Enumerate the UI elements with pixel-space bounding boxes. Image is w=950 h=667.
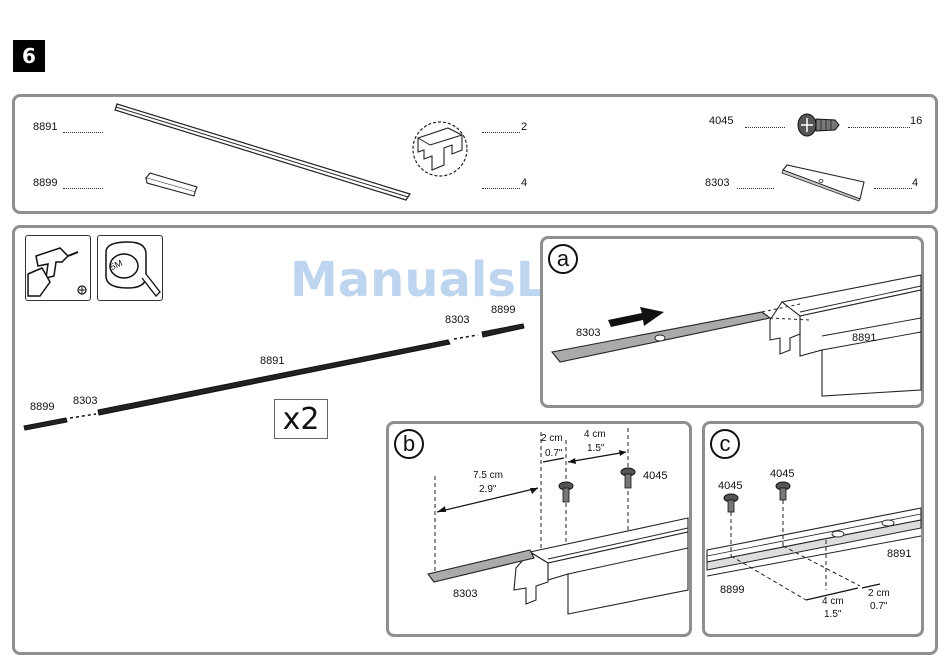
detail-c-letter: c	[710, 429, 740, 459]
detail-c-dim-4cm-in: 1.5"	[824, 609, 841, 620]
detail-c-dim-2cm-in: 0.7"	[870, 601, 887, 612]
detail-c-screw2-label: 4045	[770, 468, 794, 480]
detail-c-screw1-label: 4045	[718, 480, 742, 492]
screw-icon	[724, 494, 738, 512]
detail-c-dim-2cm: 2 cm	[868, 588, 890, 599]
screw-icon	[776, 482, 790, 500]
detail-c-cap-label: 8899	[720, 584, 744, 596]
detail-c-rail-label: 8891	[887, 548, 911, 560]
detail-c-dim-4cm: 4 cm	[822, 596, 844, 607]
